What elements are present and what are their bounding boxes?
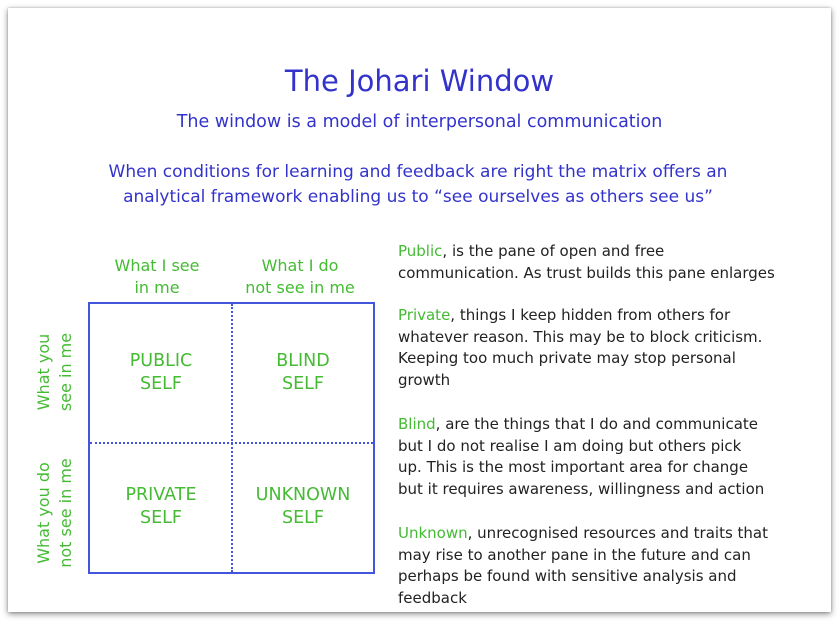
- cell-label-line: UNKNOWN: [255, 485, 351, 505]
- cell-label-line: SELF: [282, 508, 324, 528]
- matrix-horizontal-divider: [90, 442, 373, 444]
- description-private: Private, things I keep hidden from other…: [398, 305, 828, 391]
- description-line: may rise to another pane in the future a…: [398, 545, 751, 564]
- description-line: but it requires awareness, willingness a…: [398, 479, 765, 498]
- slide: The Johari Window The window is a model …: [8, 8, 831, 612]
- matrix-vertical-divider: [231, 304, 233, 572]
- cell-label-line: SELF: [282, 374, 324, 394]
- row-header-line: What you: [34, 333, 53, 411]
- description-line: Blind, are the things that I do and comm…: [398, 414, 828, 436]
- description-line: feedback: [398, 588, 467, 607]
- lead-paragraph: When conditions for learning and feedbac…: [48, 160, 788, 210]
- description-text: , is the pane of open and free: [442, 242, 665, 260]
- term-public: Public: [398, 242, 443, 260]
- row-header-what-you-do-not-see: What you do not see in me: [33, 443, 77, 583]
- row-header-what-you-see: What you see in me: [33, 302, 77, 442]
- description-text: , unrecognised resources and traits that: [467, 524, 768, 542]
- johari-matrix: PUBLIC SELF BLIND SELF PRIVATE SELF UNKN…: [88, 302, 375, 574]
- description-text: , are the things that I do and communica…: [435, 415, 759, 433]
- description-line: Unknown, unrecognised resources and trai…: [398, 523, 828, 545]
- column-header-line: What I see: [114, 256, 200, 275]
- description-blind: Blind, are the things that I do and comm…: [398, 414, 828, 500]
- row-header-line: see in me: [56, 332, 75, 412]
- description-text: , things I keep hidden from others for: [450, 306, 731, 324]
- description-line: Private, things I keep hidden from other…: [398, 305, 828, 327]
- column-header-line: in me: [134, 278, 180, 297]
- cell-public-self: PUBLIC SELF: [90, 350, 232, 396]
- description-line: up. This is the most important area for …: [398, 458, 749, 476]
- column-header-what-i-do-not-see: What I do not see in me: [230, 255, 370, 299]
- description-line: Public, is the pane of open and free: [398, 241, 828, 263]
- column-header-line: not see in me: [245, 278, 355, 297]
- description-line: whatever reason. This may be to block cr…: [398, 327, 763, 346]
- cell-unknown-self: UNKNOWN SELF: [232, 484, 374, 530]
- lead-line-2: analytical framework enabling us to “see…: [123, 187, 713, 207]
- row-header-line: not see in me: [56, 458, 75, 568]
- description-line: Keeping too much private may stop person…: [398, 349, 736, 367]
- description-public: Public, is the pane of open and free com…: [398, 241, 828, 284]
- cell-label-line: SELF: [140, 508, 182, 528]
- description-line: growth: [398, 370, 451, 389]
- description-line: but I do not realise I am doing but othe…: [398, 436, 742, 455]
- cell-label-line: PRIVATE: [125, 485, 197, 505]
- cell-private-self: PRIVATE SELF: [90, 484, 232, 530]
- cell-label-line: SELF: [140, 374, 182, 394]
- row-header-line: What you do: [34, 462, 53, 564]
- cell-blind-self: BLIND SELF: [232, 350, 374, 396]
- term-private: Private: [398, 306, 451, 324]
- description-line: perhaps be found with sensitive analysis…: [398, 567, 737, 585]
- column-header-line: What I do: [261, 256, 339, 275]
- cell-label-line: PUBLIC: [129, 351, 193, 371]
- term-unknown: Unknown: [398, 524, 468, 542]
- column-header-what-i-see: What I see in me: [87, 255, 227, 299]
- cell-label-line: BLIND: [276, 351, 330, 371]
- slide-title: The Johari Window: [284, 64, 555, 98]
- slide-subtitle: The window is a model of interpersonal c…: [176, 112, 663, 132]
- description-unknown: Unknown, unrecognised resources and trai…: [398, 523, 828, 609]
- term-blind: Blind: [398, 415, 436, 433]
- lead-line-1: When conditions for learning and feedbac…: [108, 162, 728, 182]
- description-line: communication. As trust builds this pane…: [398, 263, 775, 282]
